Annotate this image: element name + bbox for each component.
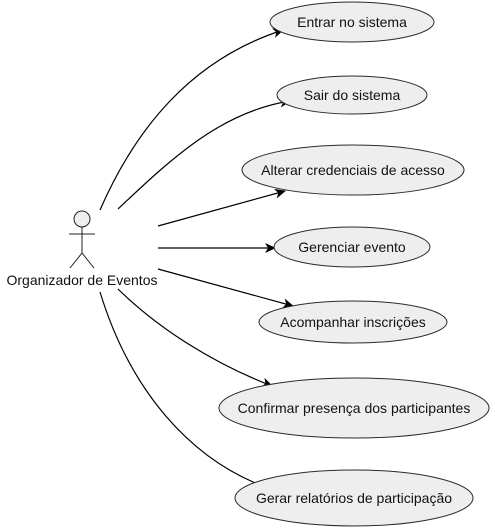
use-case-ellipse: [258, 300, 448, 344]
use-case-gerenciar[interactable]: Gerenciar evento: [273, 226, 431, 268]
association-acompanhar: [157, 268, 294, 309]
association-gerar: [99, 291, 269, 490]
use-case-label: Entrar no sistema: [297, 14, 407, 30]
use-case-label: Sair do sistema: [304, 87, 401, 103]
use-case-label: Confirmar presença dos participantes: [238, 400, 471, 416]
use-case-ellipse: [273, 226, 431, 268]
use-case-label: Acompanhar inscrições: [280, 314, 426, 330]
use-case-ellipse: [234, 469, 474, 527]
use-case-ellipse: [218, 377, 490, 439]
use-case-confirmar[interactable]: Confirmar presença dos participantes: [218, 377, 490, 439]
use-case-entrar[interactable]: Entrar no sistema: [269, 1, 435, 43]
actor[interactable]: Organizador de Eventos: [7, 210, 158, 288]
association-entrar: [99, 28, 284, 211]
use-case-sair[interactable]: Sair do sistema: [276, 75, 428, 115]
use-case-alterar[interactable]: Alterar credenciais de acesso: [241, 144, 465, 196]
use-case-ellipse: [276, 75, 428, 115]
use-case-label: Gerenciar evento: [298, 239, 406, 255]
actor-head: [73, 210, 91, 228]
use-case-label: Gerar relatórios de participação: [256, 490, 452, 506]
use-case-ellipse: [241, 144, 465, 196]
actor-right-leg: [81, 252, 95, 269]
actor-left-leg: [69, 252, 83, 269]
use-case-acompanhar[interactable]: Acompanhar inscrições: [258, 300, 448, 344]
actor-label: Organizador de Eventos: [7, 272, 158, 288]
use-case-gerar[interactable]: Gerar relatórios de participação: [234, 469, 474, 527]
association-alterar: [157, 188, 286, 227]
use-case-label: Alterar credenciais de acesso: [261, 162, 445, 178]
association-confirmar: [117, 288, 273, 388]
associations: [99, 28, 294, 490]
use-case-ellipse: [269, 1, 435, 43]
association-sair: [117, 97, 291, 210]
